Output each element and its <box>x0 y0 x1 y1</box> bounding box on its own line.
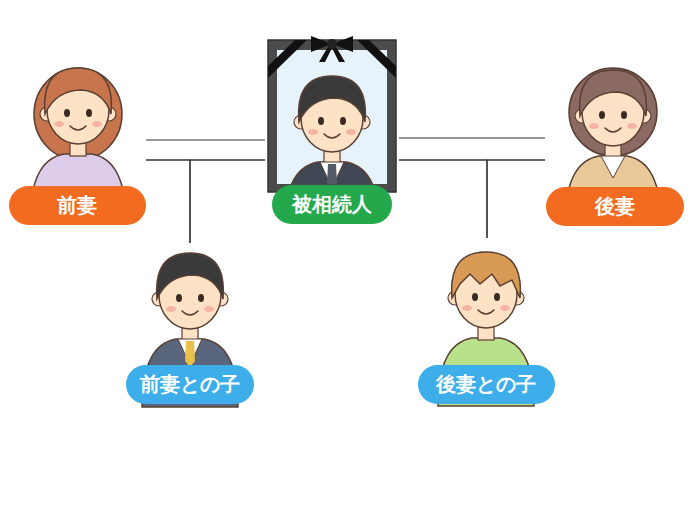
cheek <box>627 123 637 129</box>
blouse <box>601 156 625 178</box>
mouth <box>605 128 621 132</box>
ribbon-bow <box>311 36 353 52</box>
family-line-stroke <box>399 160 487 238</box>
cheek <box>204 306 214 312</box>
mourning-ribbon <box>357 40 396 78</box>
family-line <box>399 160 487 238</box>
eye <box>599 111 605 119</box>
hair <box>157 253 224 299</box>
mouth <box>324 134 340 138</box>
family-member: 前妻との子 <box>125 243 255 404</box>
portrait-frame <box>268 40 396 192</box>
cheek <box>92 121 102 127</box>
name-label: 被相続人 <box>272 185 392 224</box>
cheek <box>308 129 318 135</box>
cheek <box>462 305 472 311</box>
ribbon-knot <box>327 39 337 49</box>
family-member: 前妻 <box>8 46 146 225</box>
family-line <box>190 160 265 243</box>
mouth <box>182 311 198 315</box>
family-line-stroke <box>399 137 545 138</box>
cheek <box>346 129 356 135</box>
family-line-stroke <box>146 160 190 243</box>
hair-back <box>569 68 657 156</box>
necktie <box>185 341 195 367</box>
eye <box>494 293 500 301</box>
eye <box>472 293 478 301</box>
hair <box>45 68 112 114</box>
name-label: 後妻 <box>546 187 684 226</box>
eye <box>621 111 627 119</box>
cheek <box>54 121 64 127</box>
mourning-ribbon <box>268 40 307 78</box>
eye <box>176 294 182 302</box>
cheek <box>166 306 176 312</box>
hair <box>580 70 647 116</box>
family-line <box>146 160 190 243</box>
family-member: 後妻との子 <box>415 238 557 404</box>
eye <box>86 109 92 117</box>
portrait-person <box>284 76 380 184</box>
hair-back <box>34 68 122 160</box>
name-label: 前妻との子 <box>126 365 254 404</box>
mouth <box>70 126 86 130</box>
eye <box>340 117 346 125</box>
body <box>284 162 380 184</box>
eye <box>318 117 324 125</box>
family-line <box>399 138 545 160</box>
family-line-stroke <box>190 160 265 243</box>
family-member: 被相続人 <box>265 36 399 224</box>
cheek <box>500 305 510 311</box>
family-line <box>146 140 265 160</box>
family-line <box>487 160 545 238</box>
hair <box>452 252 521 298</box>
family-member: 後妻 <box>545 46 685 226</box>
eye <box>64 109 70 117</box>
name-label: 前妻 <box>9 186 146 225</box>
necktie <box>327 164 337 184</box>
name-label: 後妻との子 <box>418 365 555 404</box>
cheek <box>589 123 599 129</box>
family-line-stroke <box>487 160 545 238</box>
family-line-stroke <box>146 139 265 140</box>
eye <box>198 294 204 302</box>
hair <box>299 76 366 122</box>
mouth <box>478 310 494 314</box>
